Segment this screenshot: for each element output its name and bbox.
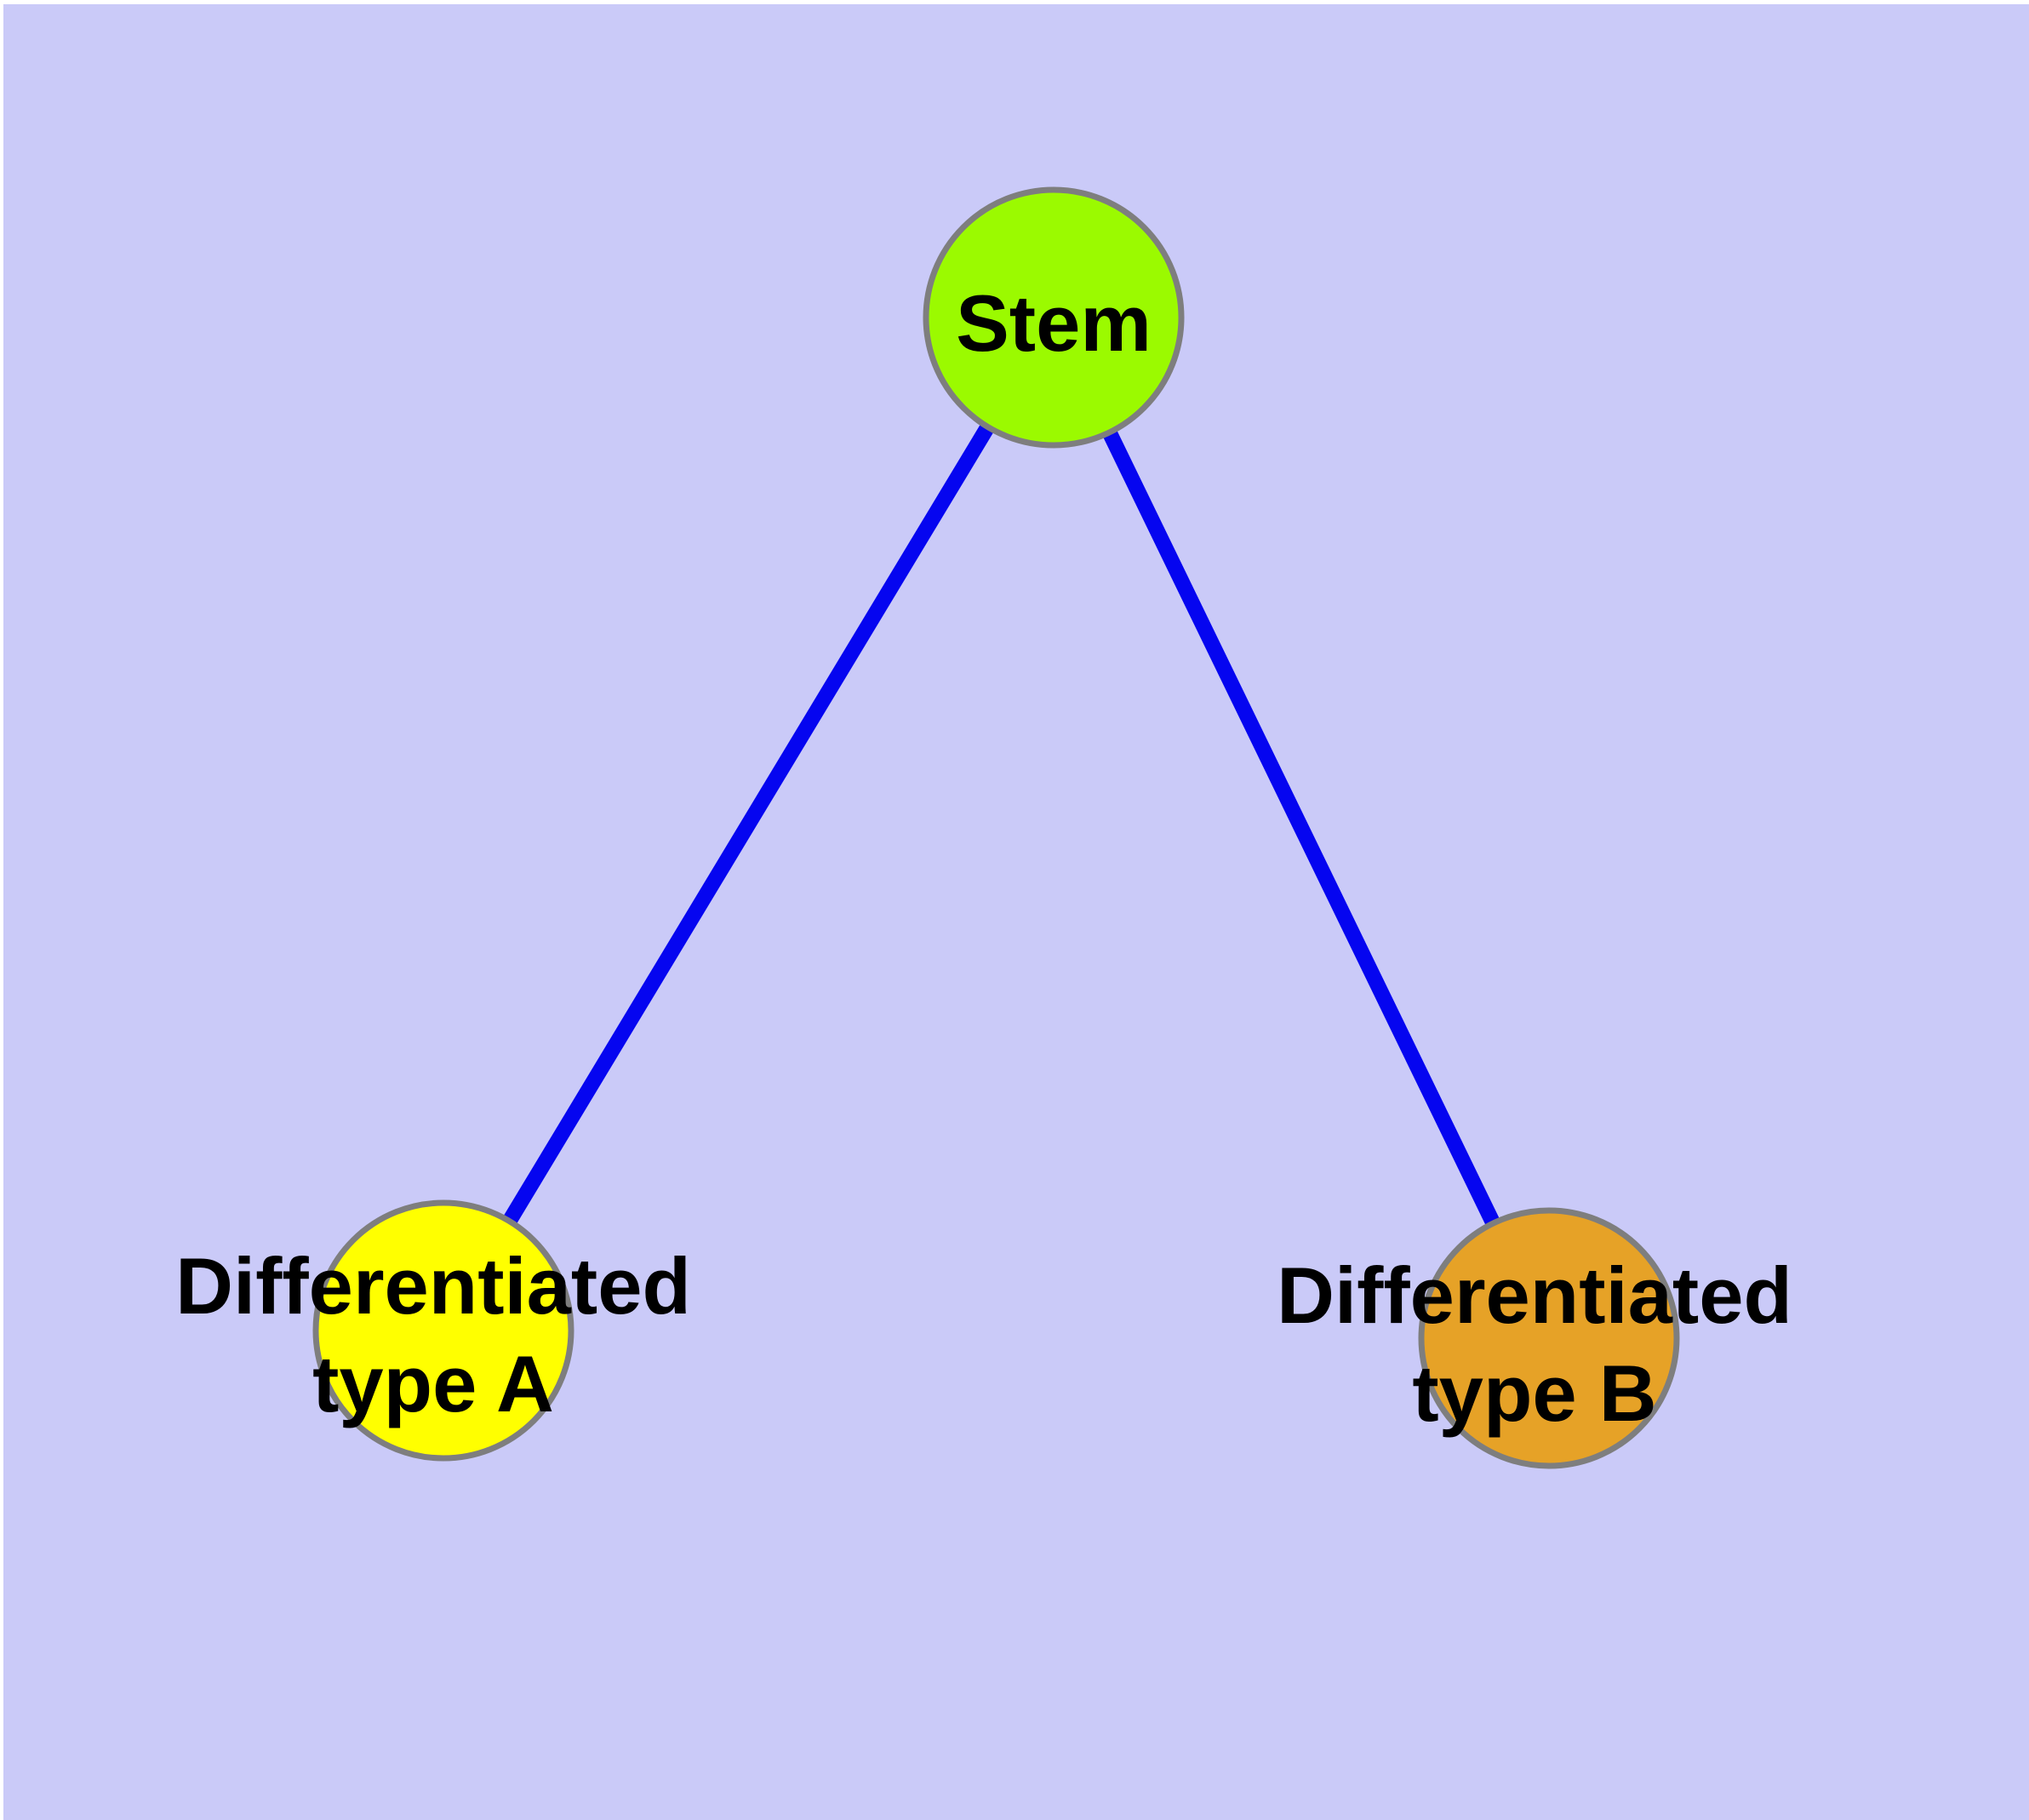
node-differentiated-type-b-circle bbox=[1418, 1207, 1680, 1469]
node-stem-circle bbox=[923, 186, 1185, 449]
node-differentiated-type-a-label-line2: type A bbox=[312, 1339, 554, 1428]
node-stem-label: Stem bbox=[956, 278, 1152, 368]
edges bbox=[437, 313, 1557, 1342]
node-differentiated-type-b-label-line2: type B bbox=[1412, 1348, 1656, 1438]
edge-stem-to-type-a bbox=[437, 313, 1060, 1335]
node-differentiated-type-a: Differentiated type A bbox=[175, 1199, 691, 1462]
node-differentiated-type-b-label-line1: Differentiated bbox=[1277, 1251, 1792, 1340]
edge-stem-to-type-b bbox=[1046, 314, 1557, 1342]
node-stem: Stem bbox=[923, 186, 1185, 449]
node-differentiated-type-a-label-line1: Differentiated bbox=[175, 1241, 691, 1331]
node-differentiated-type-b: Differentiated type B bbox=[1277, 1207, 1792, 1469]
node-differentiated-type-a-circle bbox=[312, 1199, 574, 1462]
